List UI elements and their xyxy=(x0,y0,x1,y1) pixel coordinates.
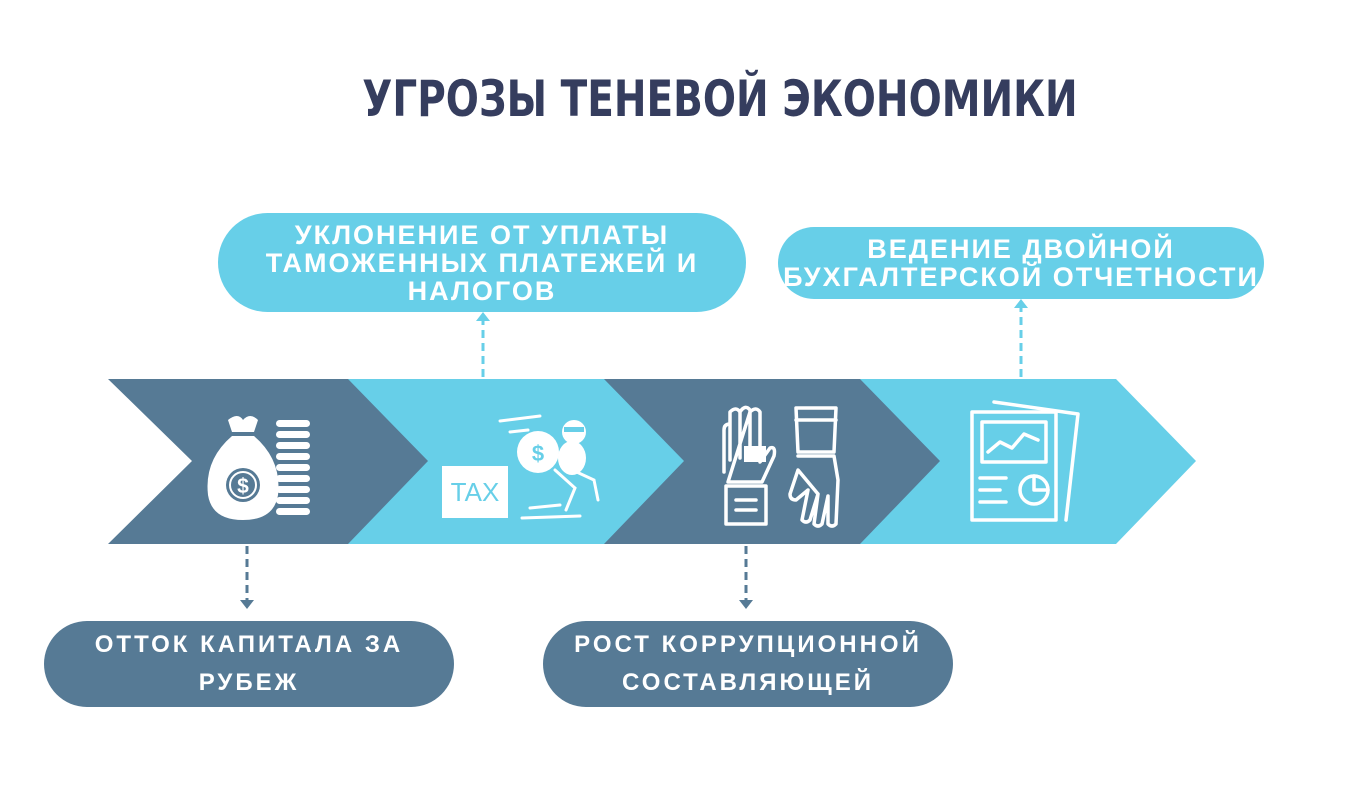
connector-down-1 xyxy=(240,546,254,609)
svg-text:$: $ xyxy=(237,475,249,498)
threat-capital-flight: ОТТОК КАПИТАЛА ЗА РУБЕЖ xyxy=(44,621,454,707)
bribe-hands-icon xyxy=(722,405,840,528)
threat-double-accounting-line1: ВЕДЕНИЕ ДВОЙНОЙ xyxy=(867,234,1175,264)
svg-text:$: $ xyxy=(532,441,544,466)
threat-customs-evasion-line1: УКЛОНЕНИЕ ОТ УПЛАТЫ xyxy=(294,219,670,250)
threat-capital-flight-line2: РУБЕЖ xyxy=(198,669,300,696)
page-title: УГРОЗЫ ТЕНЕВОЙ ЭКОНОМИКИ xyxy=(362,70,1078,128)
financial-report-icon xyxy=(970,400,1080,522)
threat-double-accounting: ВЕДЕНИЕ ДВОЙНОЙ БУХГАЛТЕРСКОЙ ОТЧЕТНОСТИ xyxy=(778,227,1264,299)
threat-corruption-line1: РОСТ КОРРУПЦИОННОЙ xyxy=(574,631,922,658)
threat-customs-evasion: УКЛОНЕНИЕ ОТ УПЛАТЫ ТАМОЖЕННЫХ ПЛАТЕЖЕЙ … xyxy=(218,213,746,312)
connector-up-2 xyxy=(1014,299,1028,377)
money-bag-coins-icon: $ xyxy=(207,416,310,520)
threat-customs-evasion-line2: ТАМОЖЕННЫХ ПЛАТЕЖЕЙ И xyxy=(265,247,699,278)
threat-customs-evasion-line3: НАЛОГОВ xyxy=(407,275,557,306)
arrow-step-2 xyxy=(346,379,684,544)
connector-up-1 xyxy=(476,312,490,377)
threat-double-accounting-line2: БУХГАЛТЕРСКОЙ ОТЧЕТНОСТИ xyxy=(783,262,1259,292)
connector-down-2 xyxy=(739,546,753,609)
tax-evasion-thief-icon: TAX $ xyxy=(442,414,600,520)
threat-corruption: РОСТ КОРРУПЦИОННОЙ СОСТАВЛЯЮЩЕЙ xyxy=(543,621,953,707)
threat-capital-flight-line1: ОТТОК КАПИТАЛА ЗА xyxy=(94,631,404,658)
threat-corruption-line2: СОСТАВЛЯЮЩЕЙ xyxy=(622,669,874,696)
tax-label: TAX xyxy=(451,477,500,507)
